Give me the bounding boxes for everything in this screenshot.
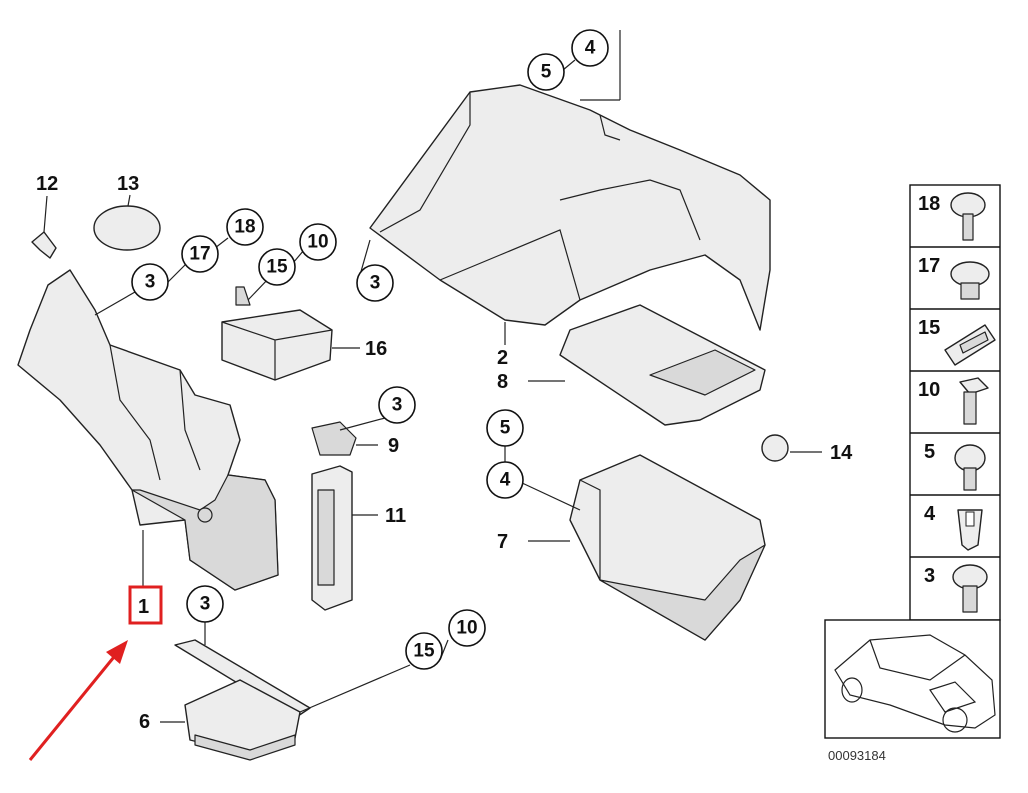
callout-15-top: 15 [266,257,288,278]
highlighted-part-1: 1 [128,585,163,625]
callout-4-mid: 4 [500,470,511,491]
label-1: 1 [138,596,149,618]
clip-part-12 [31,195,57,259]
expanding-nut-icon [957,509,983,551]
flange-nut-icon [950,261,990,300]
module-box-part-16 [221,286,360,381]
bolt-icon [959,377,989,425]
turn-fastener-icon [954,444,986,491]
callout-10-bottom: 10 [456,618,477,639]
reference-number: 00093184 [828,748,886,763]
label-2: 2 [497,347,508,369]
callout-3-bracket: 3 [392,395,403,416]
expanding-rivet-icon [952,564,988,613]
label-13: 13 [117,173,139,195]
label-8: 8 [497,371,508,393]
callout-circles: 4 5 18 17 3 10 15 3 3 5 4 3 10 15 [131,29,609,670]
label-7: 7 [497,531,508,553]
legend-label-15: 15 [918,317,940,339]
grommet-part-14 [761,434,822,462]
legend-label-3: 3 [924,565,935,587]
label-6: 6 [139,711,150,733]
callout-3-tray: 3 [200,594,211,615]
callout-15-bottom: 15 [413,641,435,662]
callout-17: 17 [189,244,210,265]
legend-label-10: 10 [918,379,940,401]
callout-4-top: 4 [585,38,596,59]
vehicle-thumbnail [824,619,1001,739]
upper-tray-part-8 [528,304,766,426]
spring-clip-icon [944,324,996,366]
red-arrow-icon [28,640,128,761]
legend-label-18: 18 [918,193,940,215]
legend-label-17: 17 [918,255,940,277]
label-9: 9 [388,435,399,457]
callout-10-top: 10 [307,232,328,253]
leader-lines [94,30,621,713]
rear-side-panel-part-2 [369,84,771,345]
label-11: 11 [385,505,406,527]
push-rivet-icon [950,192,986,241]
round-cover-part-13 [93,194,161,251]
storage-bin-part-7 [528,454,766,641]
callout-5-mid: 5 [500,418,511,439]
grille-part-11 [311,465,378,611]
callout-18: 18 [234,217,255,238]
callout-5-top: 5 [541,62,552,83]
callout-3-left: 3 [145,272,156,293]
legend-label-4: 4 [924,503,936,525]
callout-3-panel: 3 [370,273,381,294]
legend-label-5: 5 [924,441,935,463]
label-12: 12 [36,173,58,195]
fastener-legend: 18 17 15 10 5 4 3 [909,184,1001,621]
part-number-labels: 12 13 16 9 11 2 8 7 14 6 [36,173,853,733]
side-trim-panel [17,269,279,591]
bracket-part-9 [311,421,378,456]
label-14: 14 [830,442,853,464]
lower-tray-part-6 [160,639,311,761]
label-16: 16 [365,338,387,360]
